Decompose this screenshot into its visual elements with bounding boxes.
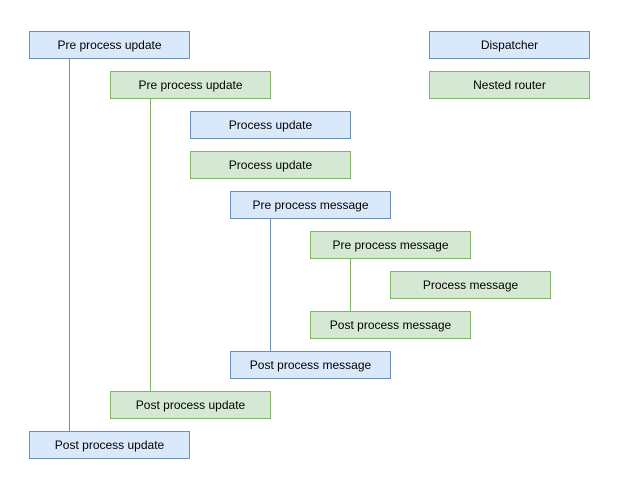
node-router-pre-process-update[interactable]: Pre process update bbox=[110, 71, 271, 99]
node-router-process-update-label: Process update bbox=[228, 158, 313, 172]
node-dispatcher-pre-process-message-label: Pre process message bbox=[252, 198, 369, 212]
node-dispatcher-process-update-label: Process update bbox=[228, 118, 313, 132]
node-dispatcher-post-process-message-label: Post process message bbox=[249, 358, 372, 372]
node-router-pre-process-message-label: Pre process message bbox=[332, 238, 449, 252]
node-dispatcher-process-update[interactable]: Process update bbox=[190, 111, 351, 139]
node-dispatcher-post-process-update[interactable]: Post process update bbox=[29, 431, 190, 459]
node-router-post-process-message-label: Post process message bbox=[329, 318, 452, 332]
node-router-post-process-message[interactable]: Post process message bbox=[310, 311, 471, 339]
node-dispatcher-post-process-update-label: Post process update bbox=[54, 438, 165, 452]
node-router-pre-process-message[interactable]: Pre process message bbox=[310, 231, 471, 259]
node-router-post-process-update[interactable]: Post process update bbox=[110, 391, 271, 419]
node-dispatcher-pre-process-update-label: Pre process update bbox=[57, 38, 162, 52]
legend-dispatcher-label: Dispatcher bbox=[480, 38, 539, 52]
node-router-pre-process-update-label: Pre process update bbox=[138, 78, 243, 92]
legend-dispatcher[interactable]: Dispatcher bbox=[429, 31, 590, 59]
node-dispatcher-pre-process-update[interactable]: Pre process update bbox=[29, 31, 190, 59]
legend-nested-router-label: Nested router bbox=[473, 78, 546, 92]
node-router-process-message-label: Process message bbox=[422, 278, 519, 292]
node-dispatcher-pre-process-message[interactable]: Pre process message bbox=[230, 191, 391, 219]
legend-nested-router[interactable]: Nested router bbox=[429, 71, 590, 99]
node-dispatcher-post-process-message[interactable]: Post process message bbox=[230, 351, 391, 379]
node-router-process-message[interactable]: Process message bbox=[390, 271, 551, 299]
node-router-process-update[interactable]: Process update bbox=[190, 151, 351, 179]
node-router-post-process-update-label: Post process update bbox=[135, 398, 246, 412]
